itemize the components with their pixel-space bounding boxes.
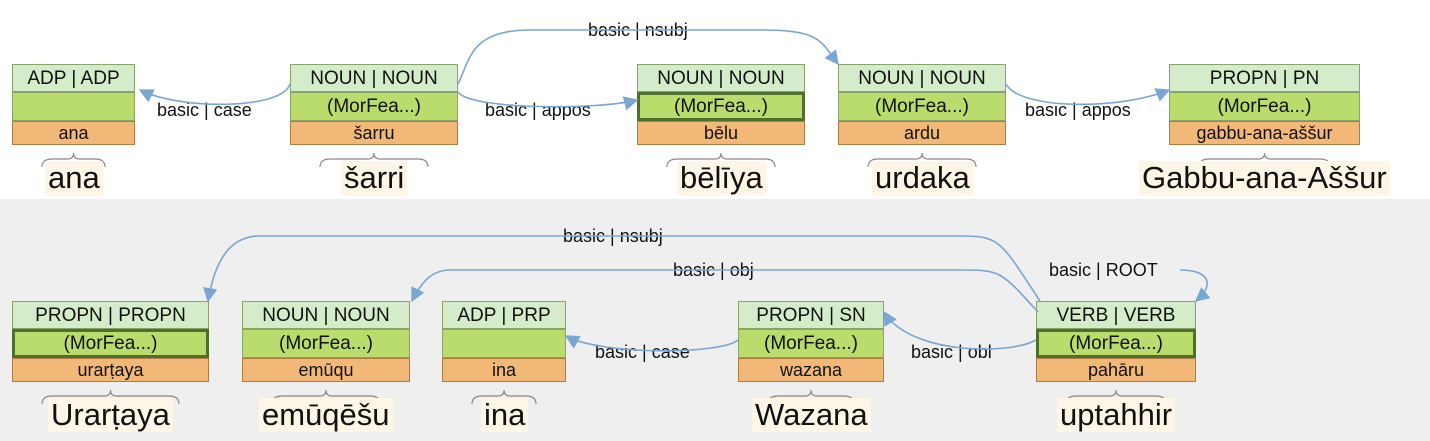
arc-label: basic | nsubj <box>560 226 666 246</box>
morph-features: (MorFea...) <box>242 329 410 358</box>
word-form: ina <box>481 397 529 433</box>
morph-features <box>12 92 135 121</box>
word-form: emūqēšu <box>259 397 393 433</box>
arc-label: basic | case <box>592 342 693 362</box>
lemma: ina <box>442 358 566 382</box>
morph-features: (MorFea...) <box>1036 329 1196 358</box>
lemma: urarṭaya <box>12 358 209 382</box>
morph-features: (MorFea...) <box>12 329 209 358</box>
word-form: ana <box>45 160 103 196</box>
morph-features: (MorFea...) <box>738 329 884 358</box>
arc-label: basic | obj <box>670 260 757 280</box>
token-1-4: NOUN | NOUN(MorFea...)ardu urdaka <box>838 64 1006 204</box>
brace-icon <box>666 152 776 168</box>
morph-features: (MorFea...) <box>290 92 458 121</box>
brace-icon <box>867 152 977 168</box>
pos-tag: VERB | VERB <box>1036 301 1196 329</box>
brace-icon <box>1198 152 1331 168</box>
morph-features: (MorFea...) <box>1169 92 1360 121</box>
word-form: bēlīya <box>677 160 766 196</box>
lemma: bēlu <box>637 121 805 145</box>
brace-icon <box>319 152 429 168</box>
lemma: ardu <box>838 121 1006 145</box>
brace-icon <box>271 389 381 405</box>
word-form: urdaka <box>872 160 973 196</box>
morph-features <box>442 329 566 358</box>
word-form: Urarṭaya <box>48 397 173 433</box>
pos-tag: ADP | ADP <box>12 64 135 92</box>
token-1-1: ADP | ADP ana ana <box>12 64 135 204</box>
pos-tag: ADP | PRP <box>442 301 566 329</box>
pos-tag: PROPN | PN <box>1169 64 1360 92</box>
pos-tag: PROPN | SN <box>738 301 884 329</box>
token-2-3: ADP | PRP ina ina <box>442 301 566 441</box>
arc-label: basic | nsubj <box>585 20 691 40</box>
brace-icon <box>1065 389 1167 405</box>
pos-tag: PROPN | PROPN <box>12 301 209 329</box>
word-form: Gabbu-ana-Aššur <box>1139 160 1390 196</box>
token-1-2: NOUN | NOUN(MorFea...)šarru šarri <box>290 64 458 204</box>
word-form: šarri <box>341 160 408 196</box>
lemma: pahāru <box>1036 358 1196 382</box>
pos-tag: NOUN | NOUN <box>290 64 458 92</box>
arc-label: basic | obl <box>908 342 995 362</box>
lemma: ana <box>12 121 135 145</box>
arc-label: basic | appos <box>482 100 594 120</box>
pos-tag: NOUN | NOUN <box>637 64 805 92</box>
word-form: uptahhir <box>1057 397 1176 433</box>
arc-label: basic | appos <box>1022 100 1134 120</box>
lemma: wazana <box>738 358 884 382</box>
arc-label: basic | ROOT <box>1046 260 1161 280</box>
lemma: emūqu <box>242 358 410 382</box>
arc-label: basic | case <box>154 100 255 120</box>
word-form: Wazana <box>752 397 871 433</box>
brace-icon <box>767 389 855 405</box>
brace-icon <box>471 389 537 405</box>
token-1-3: NOUN | NOUN(MorFea...)bēlu bēlīya <box>637 64 805 204</box>
morph-features: (MorFea...) <box>637 92 805 121</box>
token-2-2: NOUN | NOUN(MorFea...)emūqu emūqēšu <box>242 301 410 441</box>
lemma: gabbu-ana-aššur <box>1169 121 1360 145</box>
brace-icon <box>41 389 180 405</box>
lemma: šarru <box>290 121 458 145</box>
token-2-5: VERB | VERB(MorFea...)pahāru uptahhir <box>1036 301 1196 441</box>
brace-icon <box>41 152 106 168</box>
morph-features: (MorFea...) <box>838 92 1006 121</box>
pos-tag: NOUN | NOUN <box>838 64 1006 92</box>
pos-tag: NOUN | NOUN <box>242 301 410 329</box>
